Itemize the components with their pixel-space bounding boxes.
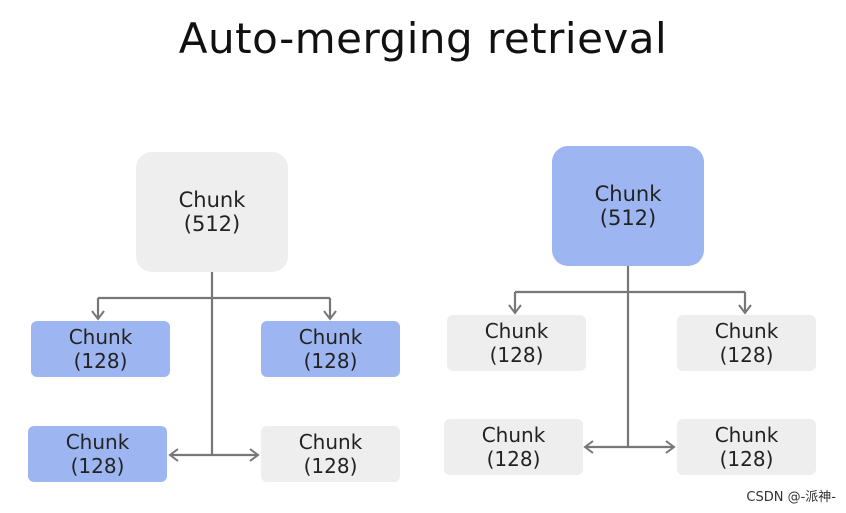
chunk-label: Chunk [298, 430, 363, 454]
left-child-chunk-2: Chunk (128) [261, 321, 400, 377]
chunk-size: (128) [303, 454, 358, 478]
chunk-size: (128) [486, 447, 541, 471]
chunk-size: (512) [183, 212, 241, 236]
chunk-label: Chunk [714, 423, 779, 447]
right-child-chunk-2: Chunk (128) [677, 315, 816, 371]
chunk-label: Chunk [68, 325, 133, 349]
chunk-label: Chunk [65, 430, 130, 454]
chunk-size: (128) [489, 343, 544, 367]
chunk-label: Chunk [714, 319, 779, 343]
watermark: CSDN @-派神- [746, 490, 836, 505]
chunk-label: Chunk [298, 325, 363, 349]
chunk-size: (128) [719, 343, 774, 367]
left-tree-connectors [91, 272, 337, 462]
right-parent-chunk: Chunk (512) [552, 146, 704, 266]
chunk-size: (128) [303, 349, 358, 373]
chunk-size: (128) [719, 447, 774, 471]
diagram-title: Auto-merging retrieval [178, 14, 668, 63]
chunk-label: Chunk [178, 188, 246, 212]
left-child-chunk-3: Chunk (128) [28, 426, 167, 482]
chunk-size: (512) [599, 206, 657, 230]
chunk-label: Chunk [484, 319, 549, 343]
right-tree-connectors [508, 266, 752, 454]
right-child-chunk-1: Chunk (128) [447, 315, 586, 371]
chunk-size: (128) [73, 349, 128, 373]
chunk-label: Chunk [481, 423, 546, 447]
right-child-chunk-3: Chunk (128) [444, 419, 583, 475]
chunk-label: Chunk [594, 182, 662, 206]
chunk-size: (128) [70, 454, 125, 478]
left-parent-chunk: Chunk (512) [136, 152, 288, 272]
right-child-chunk-4: Chunk (128) [677, 419, 816, 475]
left-child-chunk-1: Chunk (128) [31, 321, 170, 377]
left-child-chunk-4: Chunk (128) [261, 426, 400, 482]
